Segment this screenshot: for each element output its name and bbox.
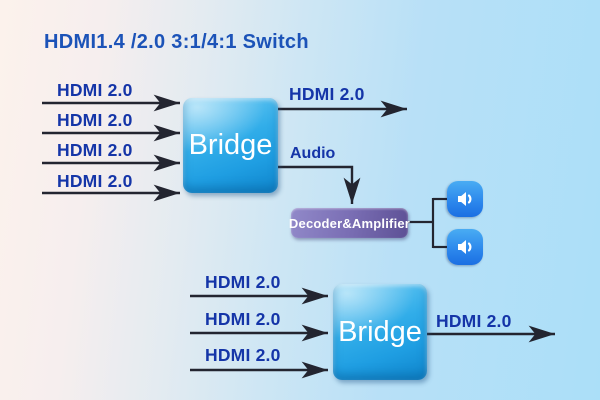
hdmi-output-label: HDMI 2.0 (289, 84, 365, 104)
audio-label: Audio (290, 145, 336, 162)
hdmi-input-label: HDMI 2.0 (57, 140, 133, 160)
speaker-icon (447, 181, 483, 217)
speaker-icon (447, 229, 483, 265)
hdmi-output-label: HDMI 2.0 (436, 311, 512, 331)
decoder-amplifier-box: Decoder&Amplifier (288, 208, 411, 238)
audio-arrow (278, 165, 361, 204)
hdmi-input-label: HDMI 2.0 (205, 272, 281, 292)
hdmi-input-label: HDMI 2.0 (205, 309, 281, 329)
hdmi-input-label: HDMI 2.0 (57, 80, 133, 100)
hdmi-input-label: HDMI 2.0 (205, 345, 281, 365)
decoder-amplifier-label: Decoder&Amplifier (288, 215, 411, 231)
bridge-box: Bridge (183, 98, 278, 193)
hdmi-input-label: HDMI 2.0 (57, 110, 133, 130)
bridge-box: Bridge (333, 284, 427, 380)
speaker-glyph (458, 240, 472, 254)
diagram-title: HDMI1.4 /2.0 3:1/4:1 Switch (44, 31, 309, 53)
bridge-box-label: Bridge (338, 315, 422, 348)
hdmi-input-label: HDMI 2.0 (57, 171, 133, 191)
speaker-glyph (458, 192, 472, 206)
bridge-box-label: Bridge (188, 129, 273, 161)
